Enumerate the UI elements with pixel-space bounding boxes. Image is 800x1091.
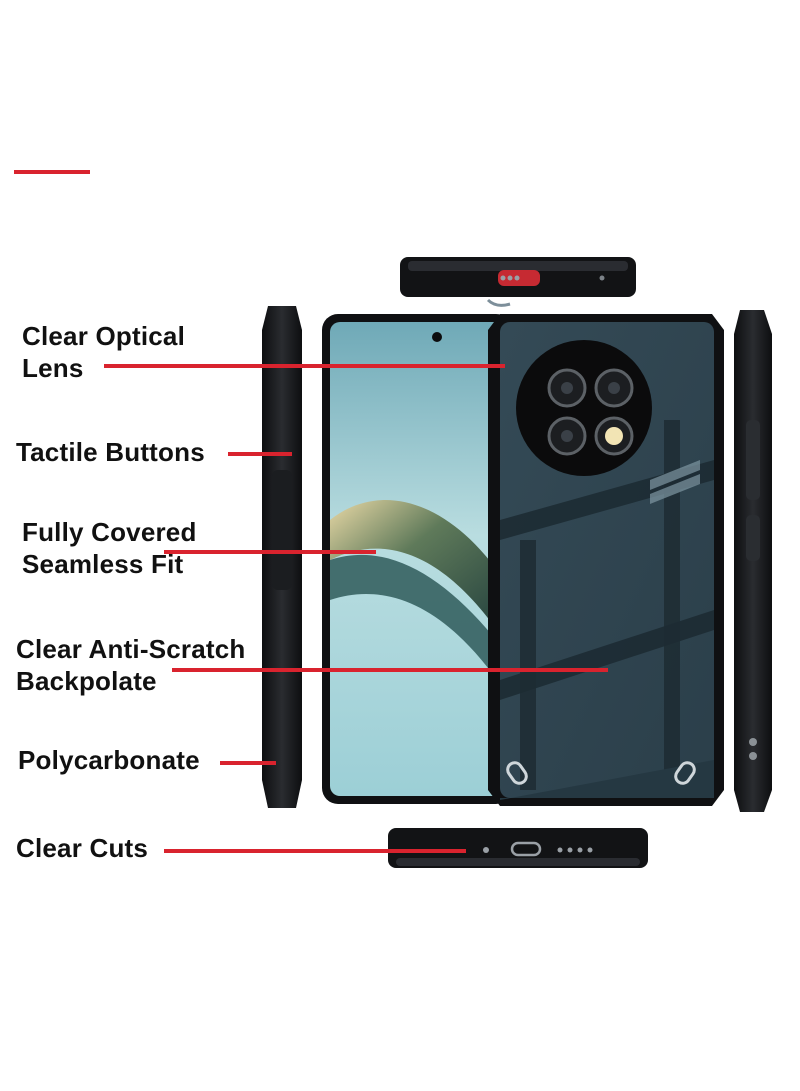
- phone-front-view: [322, 314, 512, 804]
- case-back-view: [488, 314, 724, 806]
- callout-lines: [104, 364, 608, 853]
- decorative-red-bar: [14, 170, 90, 174]
- label-anti-scratch: Clear Anti-Scratch Backpolate: [16, 633, 245, 697]
- label-clear-optical-lens: Clear Optical Lens: [22, 320, 185, 384]
- label-fully-covered-line2: Seamless Fit: [22, 549, 184, 579]
- front-camera-icon: [432, 332, 442, 342]
- label-anti-scratch-line2: Backpolate: [16, 666, 157, 696]
- case-bottom-edge-view: [388, 828, 648, 868]
- label-clear-optical-lens-line2: Lens: [22, 353, 84, 383]
- label-tactile-buttons: Tactile Buttons: [16, 437, 205, 467]
- label-anti-scratch-line1: Clear Anti-Scratch: [16, 634, 246, 664]
- case-top-edge-view: [400, 257, 636, 307]
- label-polycarbonate: Polycarbonate: [18, 745, 200, 775]
- label-clear-optical-lens-line1: Clear Optical: [22, 321, 185, 351]
- label-fully-covered-line1: Fully Covered: [22, 517, 197, 547]
- camera-module-icon: [516, 340, 652, 476]
- case-left-side-view: [262, 306, 302, 808]
- label-clear-cuts: Clear Cuts: [16, 833, 149, 863]
- case-right-side-view: [734, 310, 772, 812]
- label-fully-covered: Fully Covered Seamless Fit: [22, 516, 197, 580]
